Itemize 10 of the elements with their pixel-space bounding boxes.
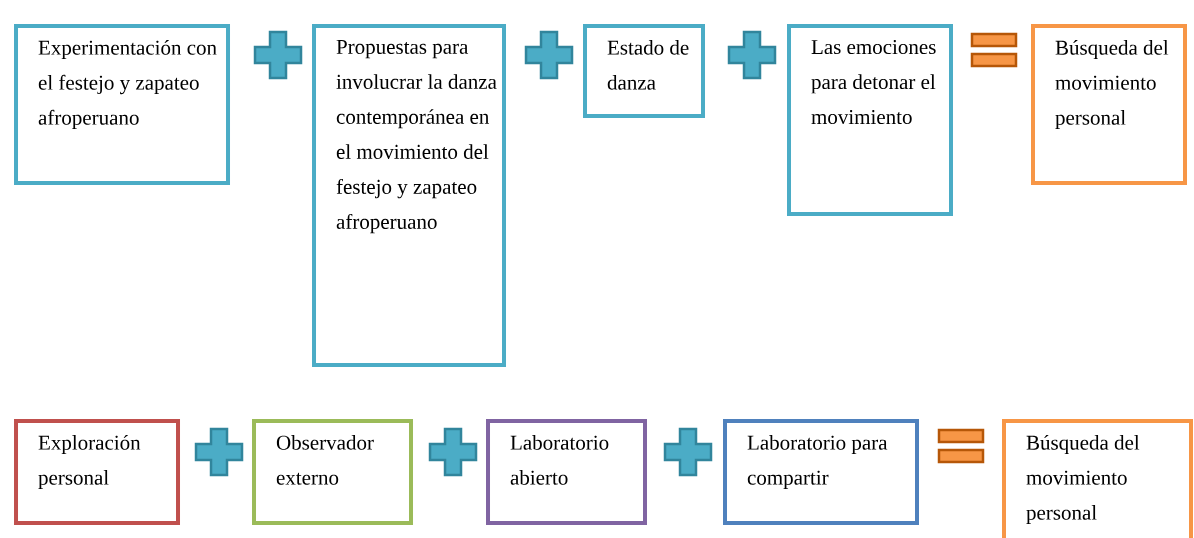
text-box: Las emociones para detonar el movimiento	[787, 24, 953, 216]
text-box: Laboratorio para compartir	[723, 419, 919, 525]
text-box: Búsqueda del movimiento personal	[1031, 24, 1187, 185]
text-box: Propuestas para involucrar la danza contemporánea en el movimiento del festejo y zapateo afroperuano	[312, 24, 506, 367]
text-box: Observador externo	[252, 419, 413, 525]
text-box: Búsqueda del movimiento personal	[1002, 419, 1193, 538]
text-box: Exploración personal	[14, 419, 180, 525]
text-box: Estado de danza	[583, 24, 705, 118]
text-box: Laboratorio abierto	[486, 419, 647, 525]
text-box: Experimentación con el festejo y zapateo afroperuano	[14, 24, 230, 185]
